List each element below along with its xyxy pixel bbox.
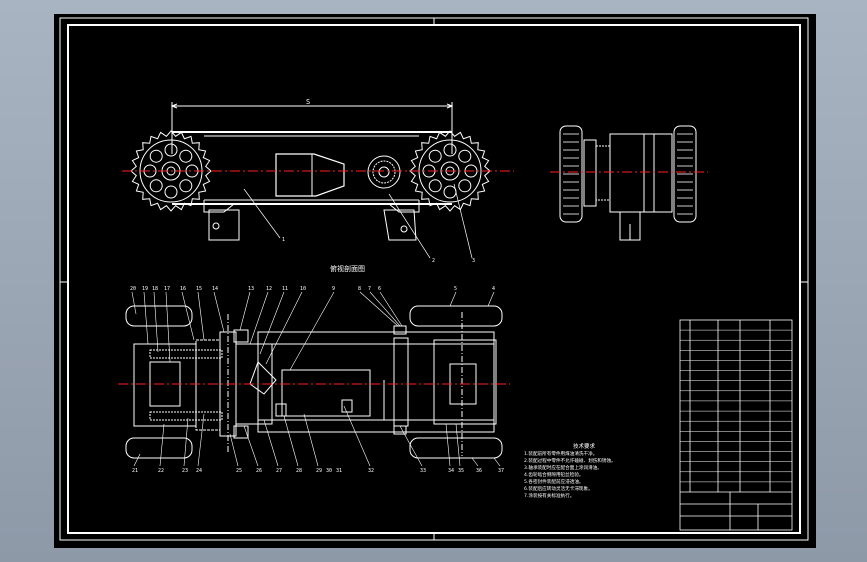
callout-4: 4	[492, 286, 495, 292]
title-block-rows	[680, 329, 792, 483]
notes-line-1: 1.装配前所有零件用煤油清洗干净。	[524, 452, 598, 457]
callout-26: 26	[256, 468, 262, 474]
callout-35: 35	[458, 468, 464, 474]
callout-18: 18	[152, 286, 158, 292]
notes-title: 技术要求	[572, 444, 595, 450]
notes-line-5: 5.各密封件装配前应浸透油。	[524, 480, 584, 485]
cad-drawing: S 1 2 3 俯视剖面	[59, 17, 809, 541]
callout-22: 22	[158, 468, 164, 474]
section-title: 俯视剖面图	[330, 264, 365, 273]
notes-line-7: 7.涂装按有关标准执行。	[524, 494, 575, 499]
callout-1: 1	[282, 237, 285, 243]
callout-31: 31	[336, 468, 342, 474]
callout-5: 5	[454, 286, 457, 292]
callout-14: 14	[212, 286, 218, 292]
notes-line-6: 6.装配后应转动灵活无卡滞现象。	[524, 487, 593, 492]
callout-20: 20	[130, 286, 136, 292]
side-view	[559, 125, 697, 241]
callout-9: 9	[332, 286, 335, 292]
sheet-frame	[59, 17, 809, 541]
callout-17: 17	[164, 286, 170, 292]
callout-25: 25	[236, 468, 242, 474]
bottom-leaders	[133, 405, 501, 467]
callout-34: 34	[448, 468, 454, 474]
front-dimension-label: S	[306, 98, 310, 106]
callout-30: 30	[326, 468, 332, 474]
title-block	[679, 319, 793, 531]
bottom-callouts: 21 22 23 24 25 26 27 28 29 30 31 32 33 3…	[132, 468, 504, 474]
callout-12: 12	[266, 286, 272, 292]
top-callouts: 20 19 18 17 16 15 14 13 12 11 10 9 8 7 6…	[130, 286, 495, 292]
callout-11: 11	[282, 286, 288, 292]
callout-37: 37	[498, 468, 504, 474]
callout-13: 13	[248, 286, 254, 292]
front-leaders	[243, 183, 473, 259]
notes-line-2: 2.装配过程中零件不允许磕碰、划伤和锈蚀。	[524, 459, 616, 464]
callout-8: 8	[358, 286, 361, 292]
notes-line-4: 4.齿轮啮合侧隙用铅丝检验。	[524, 473, 584, 478]
callout-19: 19	[142, 286, 148, 292]
callout-36: 36	[476, 468, 482, 474]
drawing-sheet: S 1 2 3 俯视剖面	[54, 14, 816, 548]
front-view	[170, 102, 454, 241]
callout-6: 6	[378, 286, 381, 292]
callout-16: 16	[180, 286, 186, 292]
callout-32: 32	[368, 468, 374, 474]
callout-28: 28	[296, 468, 302, 474]
technical-notes: 技术要求 1.装配前所有零件用煤油清洗干净。 2.装配过程中零件不允许磕碰、划伤…	[524, 444, 684, 500]
callout-21: 21	[132, 468, 138, 474]
callout-15: 15	[196, 286, 202, 292]
callout-2: 2	[432, 258, 435, 264]
callout-29: 29	[316, 468, 322, 474]
callout-24: 24	[196, 468, 202, 474]
callout-3: 3	[472, 258, 475, 264]
callout-10: 10	[300, 286, 306, 292]
top-leaders	[131, 291, 495, 371]
callout-27: 27	[276, 468, 282, 474]
callout-7: 7	[368, 286, 371, 292]
section-view	[125, 305, 503, 459]
callout-33: 33	[420, 468, 426, 474]
notes-line-3: 3.轴承装配时应在配合面上涂润滑油。	[524, 466, 602, 471]
callout-23: 23	[182, 468, 188, 474]
